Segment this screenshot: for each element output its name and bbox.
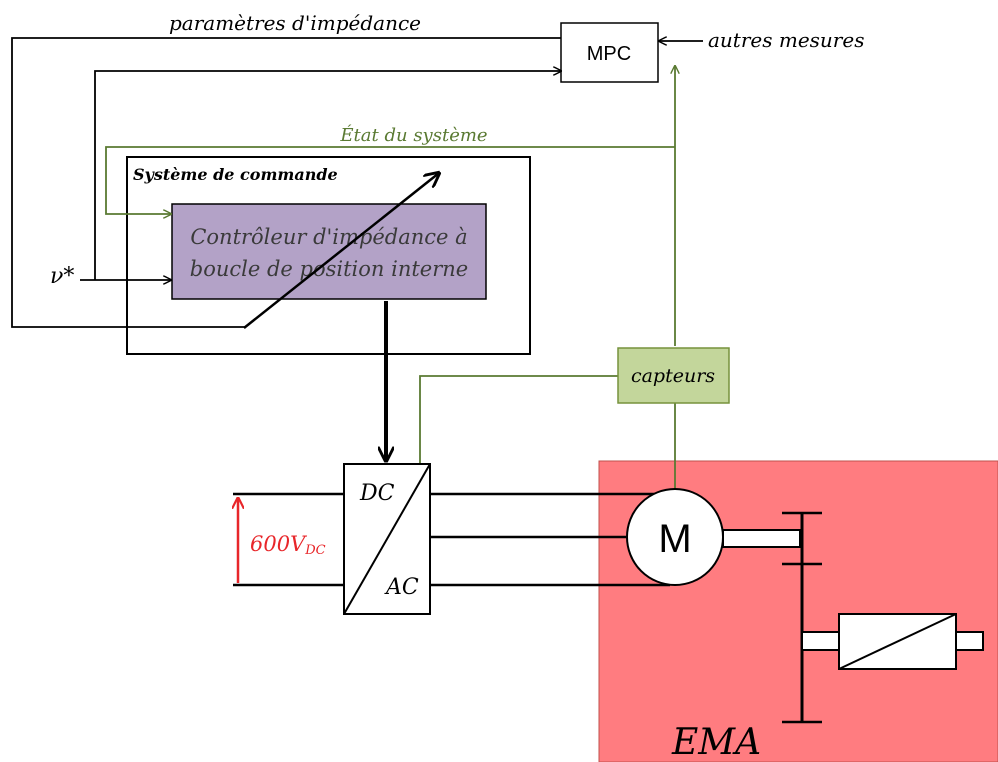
setpoint-to-mpc-line [94, 71, 561, 280]
sensors-label: capteurs [631, 365, 715, 387]
converter-diagonal [343, 463, 431, 615]
voltage-label: 600VDC [250, 532, 326, 558]
command-system-box [126, 156, 531, 355]
sensors-block [617, 347, 730, 404]
actuator-diagonal [838, 613, 957, 670]
actuator-rod-right [955, 631, 984, 651]
converter-dc-label: DC [359, 481, 395, 506]
command-system-label: Système de commande [133, 165, 338, 184]
other-measures-label: autres mesures [708, 28, 864, 52]
setpoint-label: ν* [50, 264, 74, 289]
impedance-params-line [11, 37, 561, 328]
system-state-label: État du système [339, 123, 487, 146]
impedance-params-label: paramètres d'impédance [169, 11, 421, 35]
converter-ac-label: AC [384, 575, 419, 600]
mpc-block [560, 22, 659, 83]
ema-label: EMA [671, 722, 761, 762]
actuator-rod-left [801, 631, 840, 651]
impedance-controller-block [171, 203, 487, 300]
mpc-label: MPC [587, 43, 631, 65]
system-state-line [105, 146, 675, 214]
voltage-subscript: DC [304, 543, 325, 558]
motor-shaft [722, 529, 801, 548]
voltage-main: 600V [250, 532, 307, 556]
controller-label-line1: Contrôleur d'impédance à [190, 225, 467, 249]
motor-label: M [658, 517, 691, 561]
sensors-to-converter-line [419, 375, 618, 464]
adjustable-arrow [243, 173, 439, 329]
